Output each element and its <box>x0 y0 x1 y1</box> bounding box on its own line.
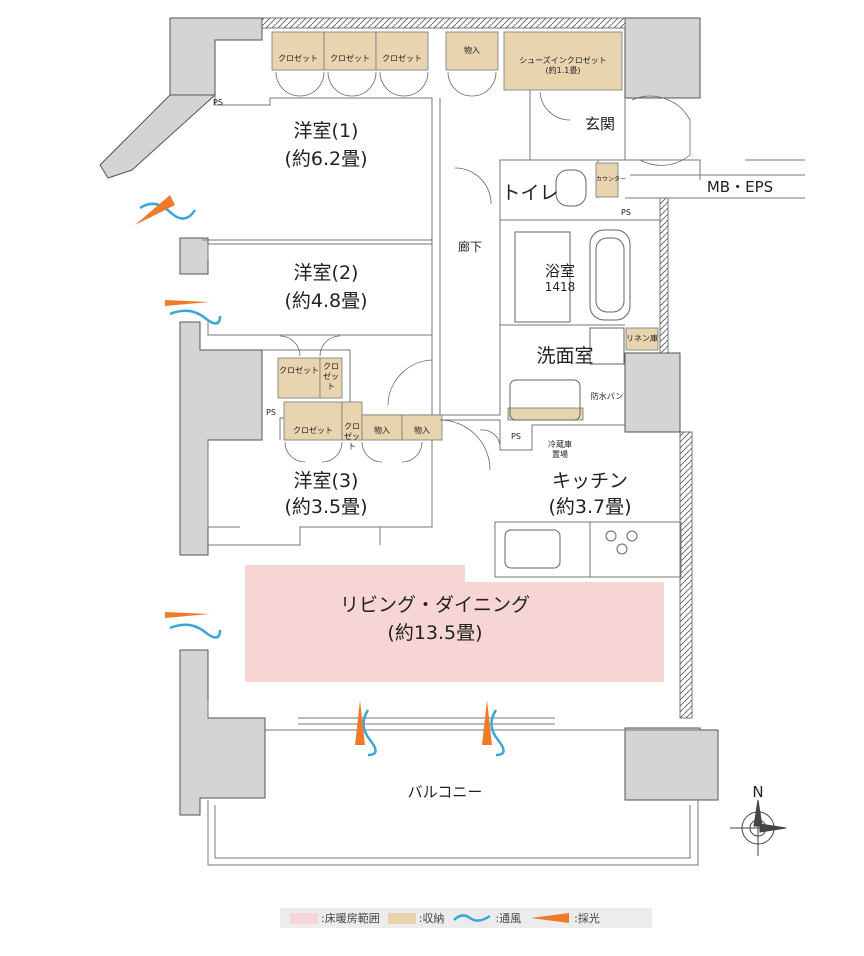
legend-ventilation: :通風 <box>452 910 521 926</box>
room-toilet-name: トイレ <box>501 182 559 204</box>
legend-daylight-label: :採光 <box>574 912 600 925</box>
sink <box>504 529 561 569</box>
legend-storage-label: :収納 <box>418 912 445 925</box>
wall-left-a <box>179 237 209 275</box>
ps-label: PS <box>266 408 276 417</box>
shoes-closet-area: (約1.1畳) <box>545 66 581 75</box>
room-ldk-name: リビング・ダイニング <box>339 594 530 616</box>
storage-swatch <box>387 912 416 924</box>
floor-heating-area <box>245 565 664 682</box>
room-bath-name: 浴室 <box>544 262 575 280</box>
fixtures <box>504 169 638 569</box>
wall-right-mid <box>624 352 681 433</box>
linen-label: リネン庫 <box>626 334 658 343</box>
ps-label: PS <box>511 432 521 441</box>
bath-floor <box>514 231 571 323</box>
legend: :床暖房範囲 :収納 :通風 :採光 <box>280 908 652 928</box>
shoes-closet-label: シューズインクロゼット <box>519 56 607 65</box>
room-balcony-name: バルコニー <box>407 783 483 801</box>
storage-label: 物入 <box>464 46 480 55</box>
wall-top-left <box>169 17 263 96</box>
room-washroom-name: 洗面室 <box>536 345 594 367</box>
hatched-top-wall <box>261 17 626 29</box>
closet-label: クロゼット <box>279 366 319 375</box>
storage-boxes <box>271 31 659 441</box>
wall-top-right <box>624 17 701 99</box>
room-mb-eps-name: MB・EPS <box>706 178 774 196</box>
room-hallway-name: 廊下 <box>457 240 482 254</box>
room-western-2-area: (約4.8畳) <box>284 290 368 312</box>
ventilation-wave-icon <box>453 914 492 922</box>
ps-label: PS <box>213 98 223 107</box>
closet-label: クロゼット <box>330 54 370 63</box>
storage-label: 物入 <box>374 426 390 435</box>
daylight-marks <box>135 195 492 745</box>
closet-label: クロゼット <box>278 54 318 63</box>
storage-label: 物入 <box>414 426 430 435</box>
room-ldk-area: (約13.5畳) <box>387 622 483 644</box>
room-western-3-area: (約3.5畳) <box>284 496 368 518</box>
stove <box>605 530 638 555</box>
outer-walls <box>99 17 719 816</box>
compass-rose <box>730 799 787 856</box>
room-western-2-name: 洋室(2) <box>293 262 359 284</box>
toilet-fixture <box>555 169 587 207</box>
wall-left-c <box>179 649 266 816</box>
compass-north-label: N <box>752 783 764 801</box>
hatched-bath-wall <box>659 197 669 354</box>
closet-label: クロゼット <box>293 426 333 435</box>
closet-split-label: クロ ゼット <box>344 422 360 451</box>
room-western-1-name: 洋室(1) <box>293 120 359 142</box>
legend-floor-heating-label: :床暖房範囲 <box>321 912 380 925</box>
daylight-arrow-icon <box>531 913 570 923</box>
room-western-3-name: 洋室(3) <box>293 470 359 492</box>
interior-lines <box>202 85 805 866</box>
washbasin <box>509 379 581 421</box>
room-western-1-area: (約6.2畳) <box>284 148 368 170</box>
room-entrance-name: 玄関 <box>584 115 615 133</box>
hatched-right-wall <box>679 431 693 719</box>
floor-heating-swatch <box>290 912 318 924</box>
bathtub <box>589 229 631 321</box>
closet-label: クロゼット <box>382 54 422 63</box>
legend-daylight: :採光 <box>529 910 600 926</box>
wall-left-b <box>179 321 263 556</box>
fridge-space-label: 冷蔵庫 置場 <box>548 440 572 459</box>
room-bath-size: 1418 <box>544 280 576 294</box>
ventilation-marks <box>139 202 505 757</box>
door-swings <box>275 71 691 471</box>
legend-storage: :収納 <box>387 910 445 926</box>
room-kitchen-name: キッチン <box>551 470 628 492</box>
closet-split-label: クロ ゼット <box>323 362 339 391</box>
counter-label: カウンター <box>596 176 627 183</box>
wall-right-bottom <box>624 727 719 801</box>
waterproof-pan-label: 防水パン <box>590 392 624 401</box>
shelf <box>589 327 625 365</box>
ps-label: PS <box>621 208 631 217</box>
legend-floor-heating: :床暖房範囲 <box>290 910 380 926</box>
legend-ventilation-label: :通風 <box>495 912 522 925</box>
wall-diagonal <box>99 94 217 179</box>
room-kitchen-area: (約3.7畳) <box>548 496 632 518</box>
